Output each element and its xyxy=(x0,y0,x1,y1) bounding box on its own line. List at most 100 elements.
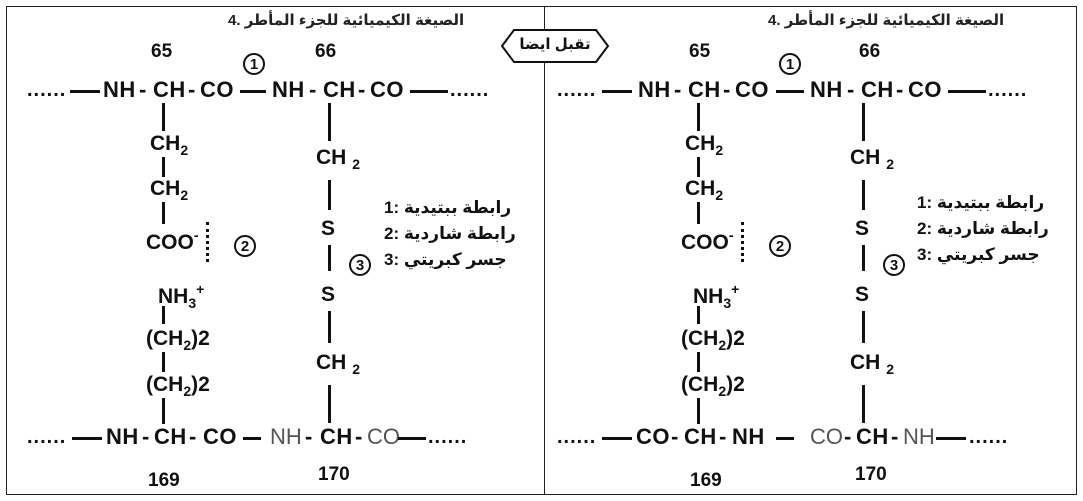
chain-co: CO xyxy=(636,424,670,449)
chain-nh: NH xyxy=(638,77,671,102)
chain-ch: CH xyxy=(861,77,894,102)
panel-heading: 4. الصيغة الكيميائية للجزء المأطر xyxy=(228,12,465,29)
bond-line xyxy=(697,202,700,224)
chain-nh: NH xyxy=(903,424,935,449)
bond-line xyxy=(776,437,794,440)
ch2-chain-group: (CH2)2 xyxy=(146,327,210,353)
chain-co: CO xyxy=(200,77,234,102)
marker-disulfide-bridge: 3 xyxy=(883,254,905,276)
residue-number-169: 169 xyxy=(690,470,722,491)
bond-dot: - xyxy=(671,424,679,449)
bond-line xyxy=(162,157,165,177)
marker-disulfide-bridge: 3 xyxy=(349,254,371,276)
bond-line xyxy=(697,398,700,424)
bond-line xyxy=(398,437,426,440)
legend-item-1: 1: رابطة ببتيدية xyxy=(917,193,1045,212)
residue-number-65: 65 xyxy=(151,41,173,62)
chain-nh: NH xyxy=(810,77,843,102)
ch2-group: CH 2 xyxy=(850,351,894,377)
sulfur-atom: S xyxy=(321,217,336,240)
bond-line xyxy=(948,90,986,93)
residue-number-66: 66 xyxy=(315,41,337,62)
residue-number-65: 65 xyxy=(689,41,711,62)
bond-line xyxy=(697,103,700,131)
bond-line xyxy=(70,90,100,93)
chain-dots-right: ...... xyxy=(969,426,1009,448)
bond-line xyxy=(862,385,865,423)
bond-dot: - xyxy=(847,77,855,102)
legend-item-3: 3: جسر كبريتي xyxy=(917,245,1040,264)
disulfide-bond-line xyxy=(862,245,865,271)
ch2-group: CH 2 xyxy=(850,146,894,172)
bond-dot: - xyxy=(674,77,682,102)
bond-line xyxy=(162,103,165,131)
chain-ch: CH xyxy=(323,77,356,102)
peptide-bond-line xyxy=(240,90,266,93)
bond-dot: - xyxy=(189,424,197,449)
marker-ionic-bond: 2 xyxy=(234,235,256,257)
bond-line xyxy=(697,157,700,177)
residue-number-66: 66 xyxy=(859,41,881,62)
ch2-group: CH2 xyxy=(685,132,724,158)
chain-ch: CH xyxy=(153,77,186,102)
bond-dot: - xyxy=(139,77,147,102)
ammonium-group: NH3+ xyxy=(158,281,205,311)
bond-line xyxy=(328,311,331,343)
legend-item-3: 3: جسر كبريتي xyxy=(384,250,507,269)
chain-ch: CH xyxy=(154,424,187,449)
bond-dot: - xyxy=(723,77,731,102)
bond-line xyxy=(162,398,165,424)
bond-line xyxy=(328,103,331,141)
disulfide-bond-line xyxy=(328,245,331,271)
bond-line xyxy=(697,306,700,324)
legend-item-1: 1: رابطة ببتيدية xyxy=(384,198,512,217)
bond-dot: - xyxy=(309,77,317,102)
panel-divider xyxy=(544,6,545,495)
chain-dots-right: ...... xyxy=(428,426,468,448)
ch2-group: CH2 xyxy=(685,177,724,203)
carboxylate-group: COO- xyxy=(146,227,199,254)
marker-ionic-bond: 2 xyxy=(769,235,791,257)
ammonium-group: NH3+ xyxy=(693,281,740,311)
bond-line xyxy=(243,437,261,440)
bond-line xyxy=(862,311,865,343)
chain-ch: CH xyxy=(320,424,353,449)
marker-peptide-bond: 1 xyxy=(243,53,265,75)
residue-number-170: 170 xyxy=(855,464,887,485)
ch2-group: CH 2 xyxy=(316,351,360,377)
bond-dot: - xyxy=(355,424,363,449)
sulfur-atom: S xyxy=(855,283,870,306)
residue-number-170: 170 xyxy=(318,464,350,485)
chain-co: CO xyxy=(370,77,404,102)
outer-frame xyxy=(6,6,1077,495)
bond-line xyxy=(328,385,331,423)
chain-co: CO xyxy=(203,424,237,449)
bond-line xyxy=(862,103,865,141)
chain-dots-left: ...... xyxy=(27,426,67,448)
chain-co: CO xyxy=(810,424,843,449)
chain-nh: NH xyxy=(732,424,765,449)
bond-dot: - xyxy=(305,424,313,449)
bond-dot: - xyxy=(896,77,904,102)
bond-line xyxy=(936,437,966,440)
ch2-chain-group: (CH2)2 xyxy=(681,373,745,399)
bond-dot: - xyxy=(719,424,727,449)
bond-line xyxy=(162,202,165,224)
ionic-bond-dotted xyxy=(206,222,209,262)
ch2-chain-group: (CH2)2 xyxy=(146,373,210,399)
ionic-bond-dotted xyxy=(741,222,744,262)
chain-dots-right: ...... xyxy=(450,79,490,101)
chain-nh: NH xyxy=(272,77,305,102)
badge-label: تقبل ايضا xyxy=(519,36,591,53)
chain-co: CO xyxy=(367,424,400,449)
sulfur-atom: S xyxy=(321,283,336,306)
accepted-too-badge: تقبل ايضا xyxy=(500,28,610,64)
bond-line xyxy=(72,437,102,440)
chain-dots-left: ...... xyxy=(557,79,597,101)
bond-dot: - xyxy=(358,77,366,102)
chain-ch: CH xyxy=(684,424,717,449)
chain-nh: NH xyxy=(270,424,302,449)
bond-dot: - xyxy=(142,424,150,449)
bond-line xyxy=(162,306,165,324)
